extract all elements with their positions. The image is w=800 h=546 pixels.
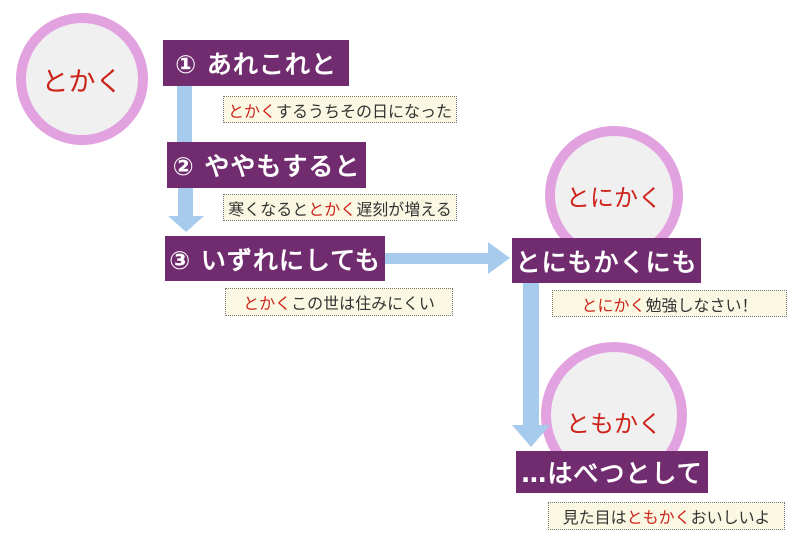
down-arrowhead-icon [168, 216, 204, 232]
down-arrow-tonimo-betsu [523, 283, 539, 425]
example-box-2: 寒くなるととかく遅刻が増える [223, 194, 457, 221]
headword-label-tonikaku: とにかく [566, 183, 662, 212]
example-2-text: 寒くなるととかく遅刻が増える [228, 199, 452, 219]
sense-box-2-label: ② ややもすると [172, 152, 361, 181]
sense-box-habetsutoshite: …はべつとして [516, 451, 708, 493]
headword-circle-tokaku: とかく [16, 13, 148, 145]
sense-box-1-label: ① あれこれと [175, 50, 337, 79]
example-5-highlight: ともかく [626, 508, 691, 527]
example-1-highlight: とかく [227, 101, 276, 121]
example-4-highlight: とにかく [581, 295, 646, 315]
connector-line-sense1-sense2 [177, 86, 192, 143]
sense-box-3: ③ いずれにしても [165, 236, 385, 281]
sense-box-habetsutoshite-label: …はべつとして [521, 459, 703, 488]
down-arrow-sense2-sense3 [178, 188, 193, 216]
headword-label-tomokaku: ともかく [566, 410, 662, 438]
example-2-highlight: とかく [308, 199, 357, 219]
sense-box-2: ② ややもすると [167, 142, 366, 188]
example-box-1: とかくするうちその日になった [223, 96, 457, 123]
example-5-text: 見た目はともかくおいしいよ [562, 508, 771, 527]
sense-box-tonimokakunimo-label: とにもかくにも [515, 247, 698, 277]
headword-label-tokaku: とかく [41, 66, 123, 98]
sense-box-1: ① あれこれと [163, 40, 349, 86]
example-3-text: とかくこの世は住みにくい [243, 294, 435, 313]
down-arrowhead-icon [512, 425, 550, 447]
right-arrow-sense3-tonimo [385, 253, 488, 264]
example-1-text: とかくするうちその日になった [227, 101, 453, 121]
right-arrowhead-icon [488, 242, 510, 274]
example-box-3: とかくこの世は住みにくい [225, 288, 453, 316]
example-box-4: とにかく勉強しなさい！ [552, 290, 787, 317]
example-4-text: とにかく勉強しなさい！ [581, 295, 758, 315]
example-3-highlight: とかく [243, 294, 292, 313]
sense-box-tonimokakunimo: とにもかくにも [512, 238, 701, 283]
example-box-5: 見た目はともかくおいしいよ [548, 502, 785, 530]
sense-box-3-label: ③ いずれにしても [169, 245, 381, 275]
